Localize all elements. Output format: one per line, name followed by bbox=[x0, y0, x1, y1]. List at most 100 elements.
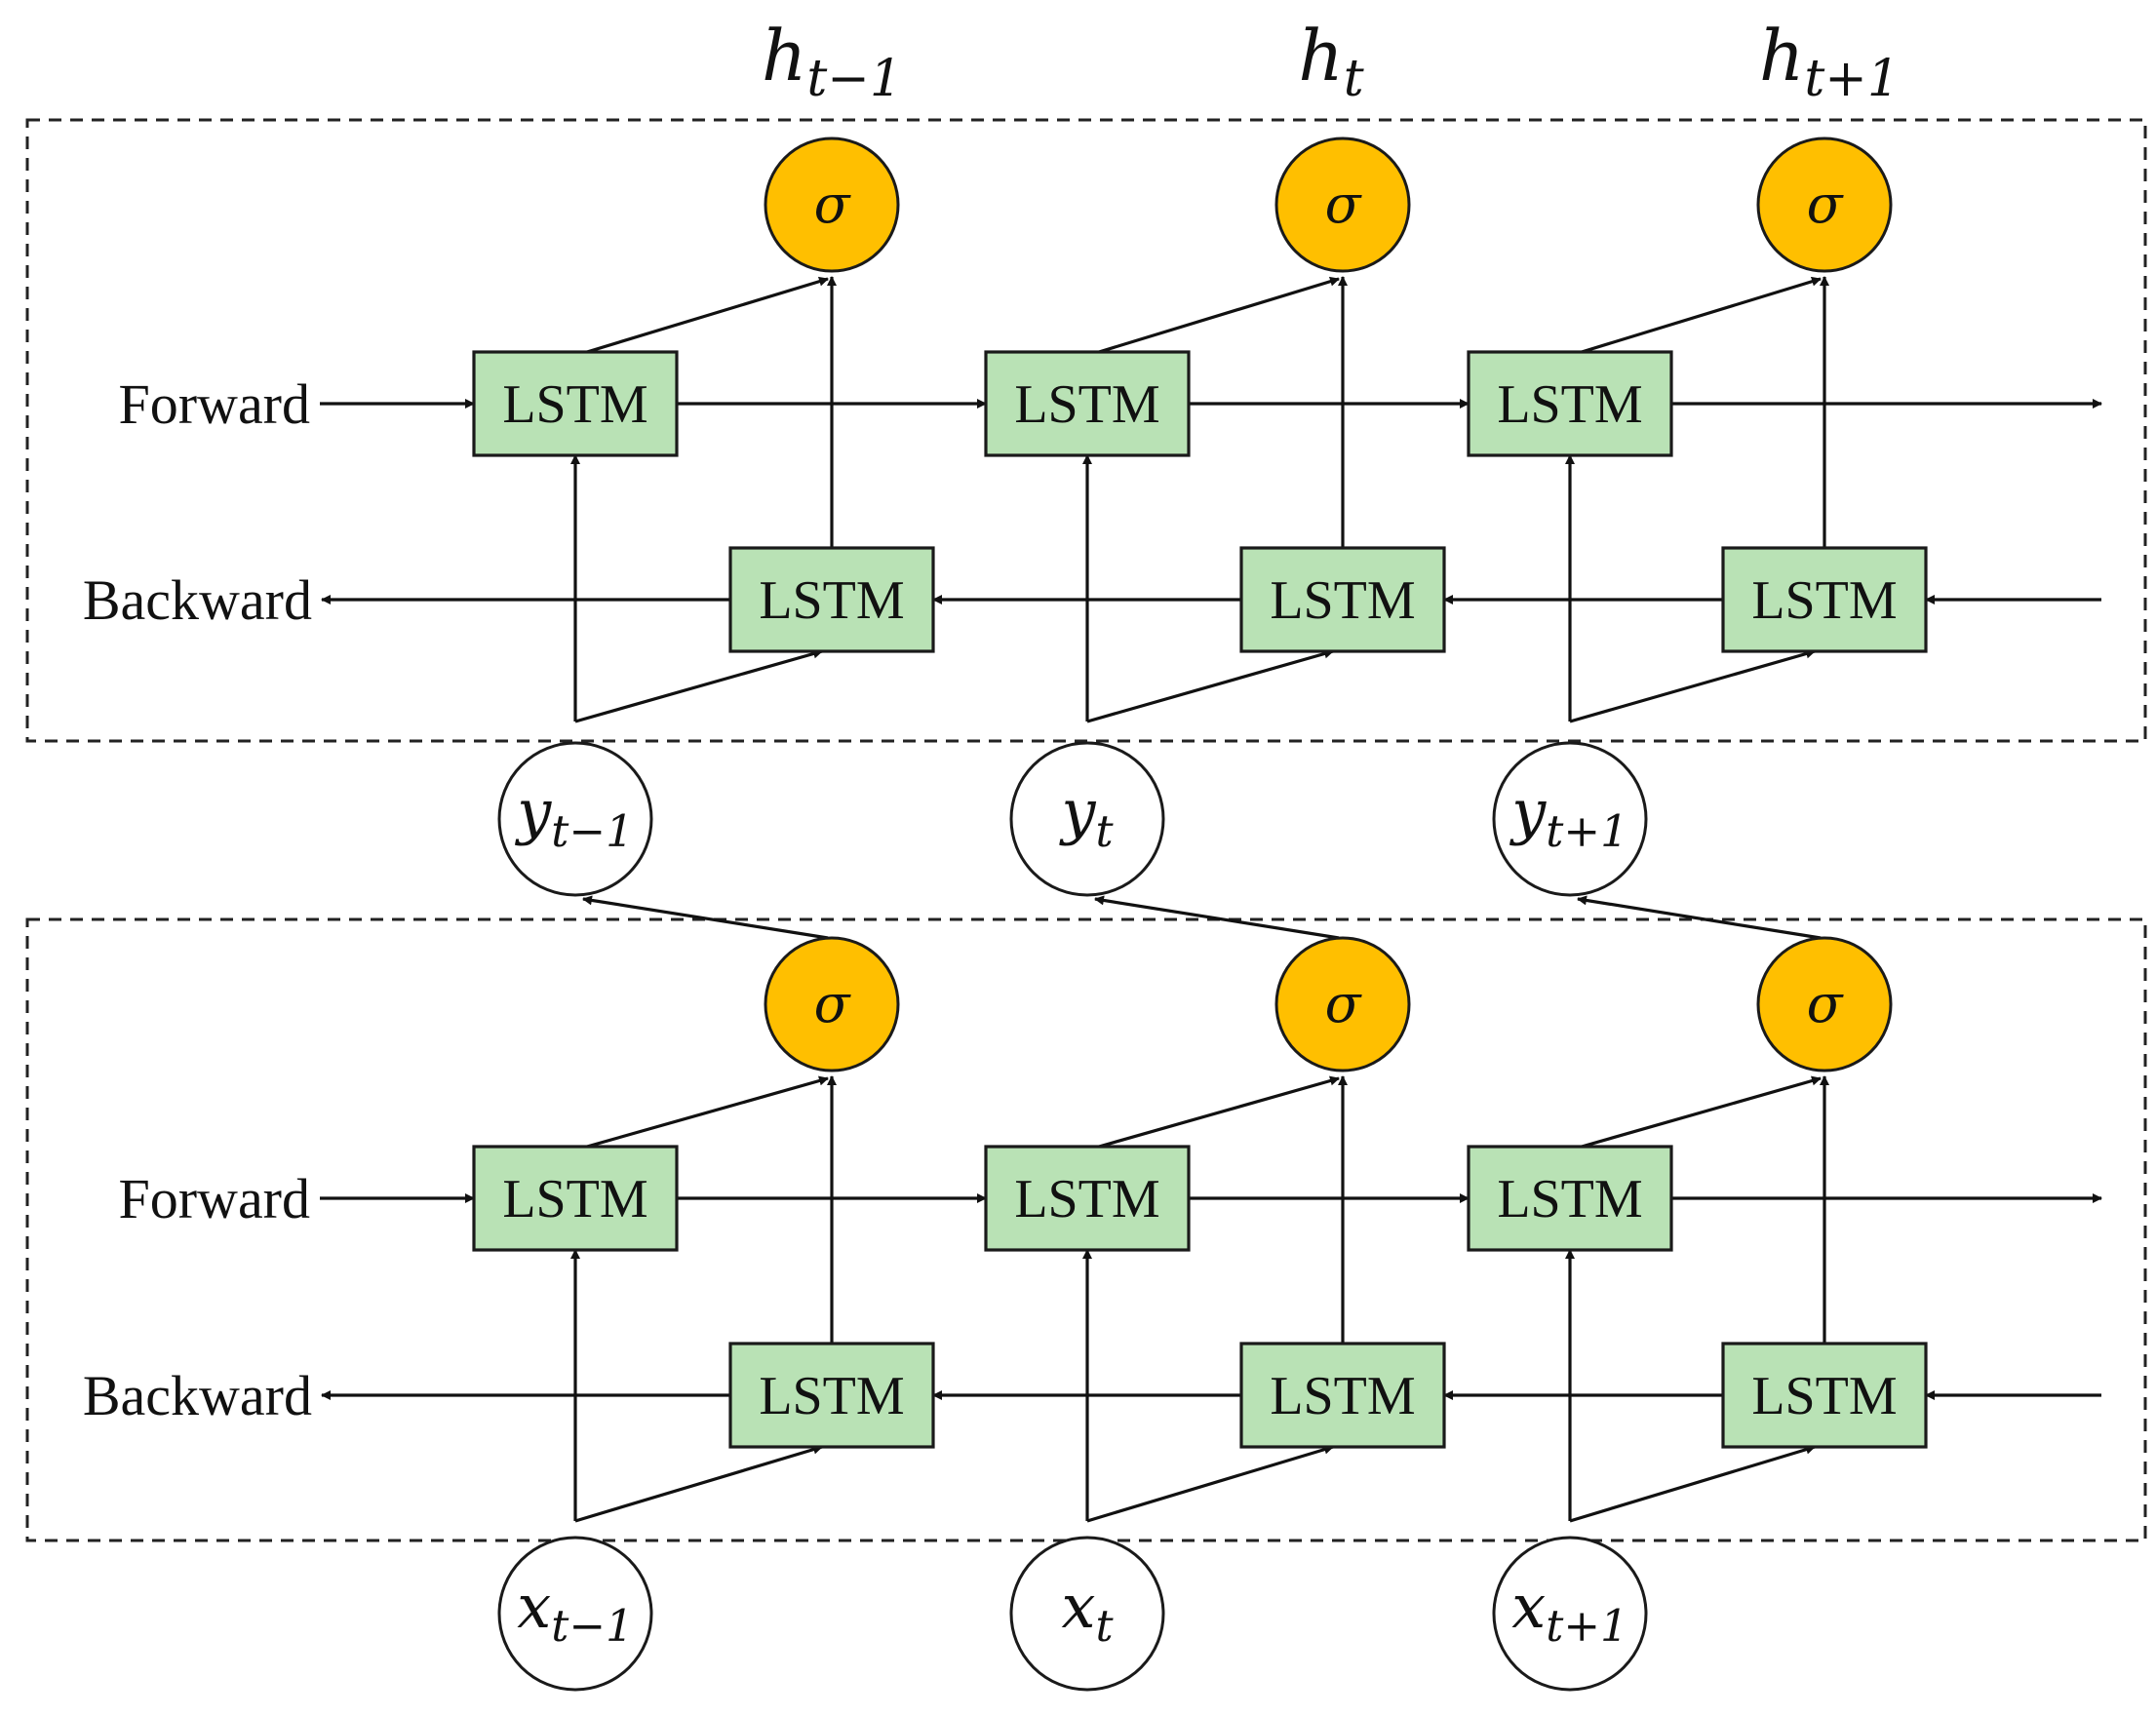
intermediate-label-subscript: t+1 bbox=[1546, 805, 1627, 857]
output-label-base: h bbox=[1298, 15, 1343, 97]
sigma-node: σ bbox=[1274, 136, 1411, 273]
input-label: xt−1 bbox=[517, 1571, 633, 1652]
forward-lstm-cell-label: LSTM bbox=[502, 1169, 647, 1229]
backward-lstm-cell-box bbox=[1239, 546, 1446, 653]
sigma-node: σ bbox=[764, 936, 900, 1072]
input-circle bbox=[1492, 1536, 1648, 1692]
backward-lstm-cell: LSTM bbox=[728, 1342, 935, 1449]
sigma-label: σ bbox=[1807, 174, 1845, 235]
input-label-base: x bbox=[1061, 1571, 1095, 1642]
input-circle bbox=[497, 1536, 653, 1692]
output-label-subscript: t−1 bbox=[806, 50, 902, 108]
forward-lstm-cell-label: LSTM bbox=[1497, 374, 1642, 435]
input-to-backward-arrow bbox=[1086, 1444, 1334, 1523]
input-label-base: x bbox=[1511, 1571, 1546, 1642]
input-to-backward-arrow bbox=[574, 1444, 823, 1523]
input-label-base: x bbox=[517, 1571, 551, 1642]
input-node bbox=[1009, 1536, 1165, 1692]
backward-lstm-cell-label: LSTM bbox=[1751, 1366, 1897, 1426]
forward-to-sigma-arrow bbox=[1098, 1075, 1340, 1149]
backward-lstm-cell: LSTM bbox=[1721, 1342, 1928, 1449]
sigma-node: σ bbox=[1274, 936, 1411, 1072]
input-label-subscript: t−1 bbox=[551, 1600, 633, 1652]
output-label-base: h bbox=[762, 15, 806, 97]
forward-lstm-cell-box bbox=[984, 350, 1191, 457]
forward-to-sigma-arrow bbox=[586, 276, 829, 354]
backward-lstm-cell-box bbox=[1239, 1342, 1446, 1449]
input-label-subscript: t bbox=[1095, 1600, 1114, 1652]
sigma-node: σ bbox=[1756, 136, 1893, 273]
forward-lstm-cell-box bbox=[472, 1145, 679, 1252]
backward-lstm-cell-label: LSTM bbox=[1270, 1366, 1415, 1426]
forward-to-sigma-arrow bbox=[586, 1075, 829, 1149]
sigma-circle bbox=[764, 136, 900, 273]
intermediate-circle bbox=[497, 741, 653, 897]
intermediate-label-base: y bbox=[1058, 776, 1096, 847]
intermediate-label-base: y bbox=[514, 776, 552, 847]
output-label: ht+1 bbox=[1759, 15, 1900, 108]
sigma-to-y-arrow bbox=[1577, 895, 1822, 940]
forward-to-sigma-arrow bbox=[1098, 276, 1340, 354]
forward-lstm-cell: LSTM bbox=[1467, 350, 1673, 457]
forward-lstm-cell: LSTM bbox=[472, 1145, 679, 1252]
forward-lstm-cell-box bbox=[984, 1145, 1191, 1252]
sigma-node: σ bbox=[1756, 936, 1893, 1072]
intermediate-node bbox=[497, 741, 653, 897]
intermediate-label: yt+1 bbox=[1509, 776, 1627, 857]
input-to-backward-arrow bbox=[574, 648, 823, 723]
output-label-subscript: t+1 bbox=[1804, 50, 1900, 108]
input-node bbox=[1492, 1536, 1648, 1692]
backward-lstm-cell: LSTM bbox=[1721, 546, 1928, 653]
backward-lstm-cell-label: LSTM bbox=[1270, 570, 1415, 631]
input-label: xt+1 bbox=[1511, 1571, 1627, 1652]
forward-to-sigma-arrow bbox=[1581, 276, 1822, 354]
intermediate-node bbox=[1009, 741, 1165, 897]
forward-lstm-cell: LSTM bbox=[984, 350, 1191, 457]
forward-lstm-cell-label: LSTM bbox=[502, 374, 647, 435]
forward-lstm-cell-box bbox=[1467, 350, 1673, 457]
backward-lstm-cell-label: LSTM bbox=[1751, 570, 1897, 631]
backward-lstm-cell: LSTM bbox=[1239, 546, 1446, 653]
forward-lstm-cell-label: LSTM bbox=[1014, 374, 1159, 435]
forward-lstm-cell: LSTM bbox=[472, 350, 679, 457]
backward-lstm-cell: LSTM bbox=[1239, 1342, 1446, 1449]
forward-lstm-cell: LSTM bbox=[984, 1145, 1191, 1252]
sigma-node: σ bbox=[764, 136, 900, 273]
intermediate-label: yt−1 bbox=[514, 776, 633, 857]
sigma-label: σ bbox=[814, 973, 852, 1034]
backward-lstm-cell-box bbox=[1721, 1342, 1928, 1449]
sigma-circle bbox=[1756, 136, 1893, 273]
intermediate-label-subscript: t bbox=[1095, 805, 1114, 857]
forward-label: Forward bbox=[118, 372, 310, 436]
input-circle bbox=[1009, 1536, 1165, 1692]
input-label: xt bbox=[1061, 1571, 1114, 1652]
input-to-backward-arrow bbox=[1569, 1444, 1816, 1523]
backward-label: Backward bbox=[83, 568, 312, 632]
intermediate-node bbox=[1492, 741, 1648, 897]
sigma-to-y-arrow bbox=[582, 895, 829, 940]
sigma-label: σ bbox=[1325, 973, 1363, 1034]
backward-label: Backward bbox=[83, 1364, 312, 1427]
input-to-backward-arrow bbox=[1569, 648, 1816, 723]
intermediate-circle bbox=[1492, 741, 1648, 897]
input-label-subscript: t+1 bbox=[1546, 1600, 1627, 1652]
forward-label: Forward bbox=[118, 1167, 310, 1230]
bilstm-layer-1-frame bbox=[25, 118, 2147, 743]
sigma-circle bbox=[1274, 936, 1411, 1072]
forward-lstm-cell-label: LSTM bbox=[1497, 1169, 1642, 1229]
forward-lstm-cell-box bbox=[1467, 1145, 1673, 1252]
forward-lstm-cell-box bbox=[472, 350, 679, 457]
sigma-circle bbox=[1274, 136, 1411, 273]
backward-lstm-cell-box bbox=[728, 1342, 935, 1449]
backward-lstm-cell-box bbox=[728, 546, 935, 653]
sigma-to-y-arrow bbox=[1094, 895, 1340, 940]
intermediate-label-base: y bbox=[1509, 776, 1547, 847]
backward-lstm-cell-box bbox=[1721, 546, 1928, 653]
intermediate-label-subscript: t−1 bbox=[551, 805, 633, 857]
sigma-label: σ bbox=[1807, 973, 1845, 1034]
backward-lstm-cell-label: LSTM bbox=[759, 1366, 904, 1426]
intermediate-label: yt bbox=[1058, 776, 1114, 857]
sigma-circle bbox=[764, 936, 900, 1072]
output-label-subscript: t bbox=[1344, 50, 1364, 108]
